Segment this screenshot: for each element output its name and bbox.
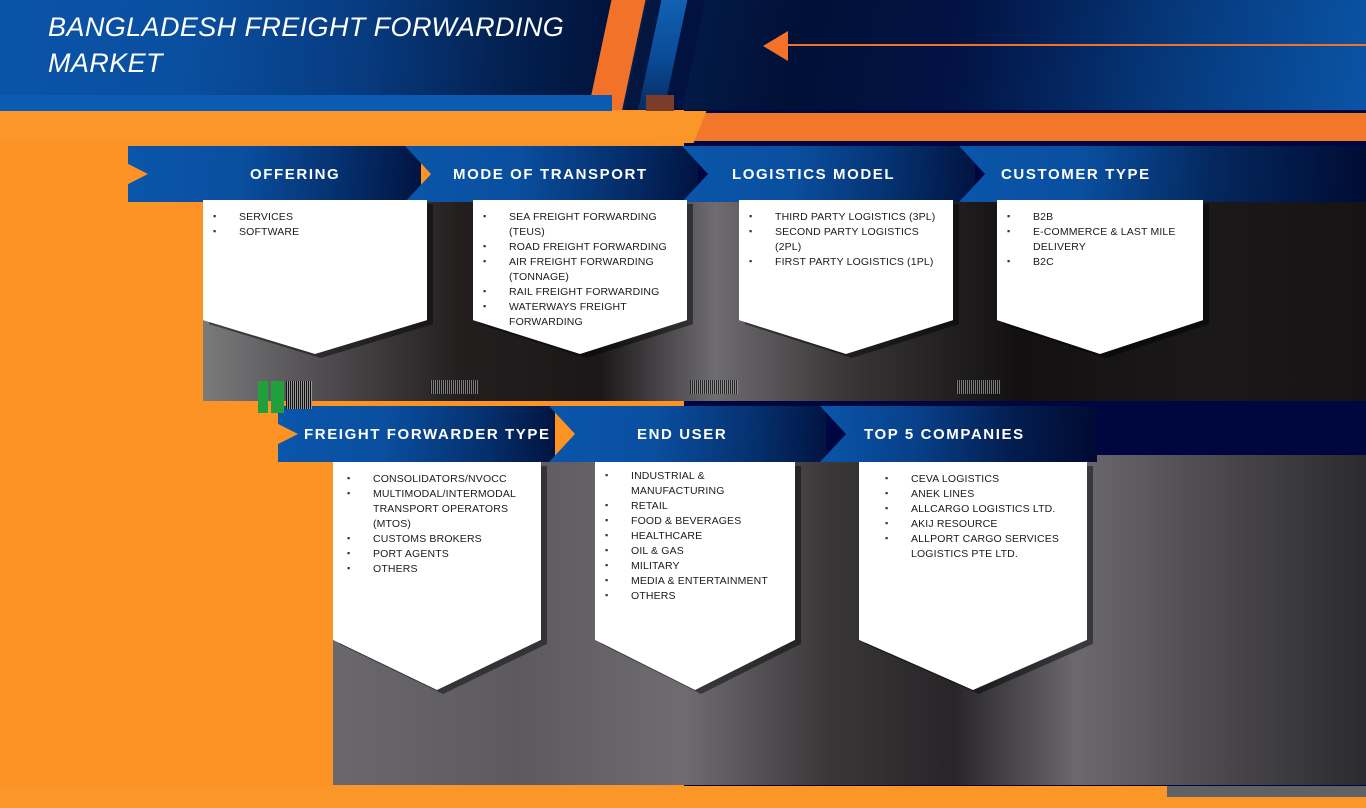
card-top-5-companies-body: CEVA LOGISTICSANEK LINESALLCARGO LOGISTI… [859,462,1087,562]
list-item: E-COMMERCE & LAST MILE DELIVERY [1003,224,1189,255]
list-item: MULTIMODAL/INTERMODAL TRANSPORT OPERATOR… [343,486,527,532]
ribbon-offering-shape [128,146,421,202]
card-offering: SERVICESSOFTWARE [203,200,427,354]
card-divider-sliver-2 [690,380,738,394]
header-blue-band [0,95,612,111]
ribbon-top-5-companies[interactable]: TOP 5 COMPANIES [820,406,1097,462]
list-item: OTHERS [601,588,781,604]
ribbon-end-user[interactable]: END USER [549,406,826,462]
card-logistics-model: THIRD PARTY LOGISTICS (3PL)SECOND PARTY … [739,200,953,354]
list-item: WATERWAYS FREIGHT FORWARDING [479,299,673,330]
card-end-user-body: INDUSTRIAL & MANUFACTURINGRETAILFOOD & B… [595,462,795,604]
ribbon-customer-type-label: CUSTOMER TYPE [1001,165,1151,183]
ribbon-mode-of-transport[interactable]: MODE OF TRANSPORT [405,146,698,202]
list-item: ANEK LINES [881,486,1073,502]
list-item: MEDIA & ENTERTAINMENT [601,573,781,589]
list-item: MILITARY [601,558,781,574]
list-item: THIRD PARTY LOGISTICS (3PL) [745,209,939,225]
list-item: CEVA LOGISTICS [881,471,1073,487]
list-item: CONSOLIDATORS/NVOCC [343,471,527,487]
ribbon-customer-type-shape [959,146,1366,202]
card-top-5-companies: CEVA LOGISTICSANEK LINESALLCARGO LOGISTI… [859,462,1087,690]
green-accent-bar-2 [271,381,284,413]
card-mode-of-transport-body: SEA FREIGHT FORWARDING (TEUS)ROAD FREIGH… [473,200,687,330]
list-item: AIR FREIGHT FORWARDING (TONNAGE) [479,254,673,285]
header-left-gradient [0,0,620,110]
ribbon-customer-type[interactable]: CUSTOMER TYPE [959,146,1366,202]
card-freight-forwarder-type-list: CONSOLIDATORS/NVOCCMULTIMODAL/INTERMODAL… [343,471,527,577]
card-freight-forwarder-type: CONSOLIDATORS/NVOCCMULTIMODAL/INTERMODAL… [333,462,541,690]
ribbon-offering[interactable]: OFFERING [128,146,421,202]
green-accent-bar-1 [258,381,268,413]
ribbon-logistics-model[interactable]: LOGISTICS MODEL [682,146,975,202]
card-customer-type: B2BE-COMMERCE & LAST MILE DELIVERYB2C [997,200,1203,354]
ribbon-mode-of-transport-shape [405,146,698,202]
card-customer-type-list: B2BE-COMMERCE & LAST MILE DELIVERYB2C [1003,209,1189,270]
list-item: FOOD & BEVERAGES [601,513,781,529]
card-logistics-model-list: THIRD PARTY LOGISTICS (3PL)SECOND PARTY … [745,209,939,270]
header-orange-band-left [0,111,672,141]
page-header: BANGLADESH FREIGHT FORWARDING MARKET [0,0,1366,110]
header-brown-block [646,95,674,111]
ribbon-freight-forwarder-type[interactable]: FREIGHT FORWARDER TYPE [278,406,555,462]
left-arrow-icon [763,31,788,61]
card-top-5-companies-list: CEVA LOGISTICSANEK LINESALLCARGO LOGISTI… [881,471,1073,562]
list-item: B2B [1003,209,1189,225]
list-item: SOFTWARE [209,224,413,240]
list-item: CUSTOMS BROKERS [343,531,527,547]
list-item: HEALTHCARE [601,528,781,544]
ribbon-end-user-label: END USER [637,425,728,443]
footer-gray-bar [1167,786,1366,797]
ribbon-mode-of-transport-label: MODE OF TRANSPORT [453,165,648,183]
list-item: OIL & GAS [601,543,781,559]
ribbon-end-user-shape [549,406,826,462]
list-item: RETAIL [601,498,781,514]
card-offering-list: SERVICESSOFTWARE [209,209,413,240]
card-mode-of-transport-list: SEA FREIGHT FORWARDING (TEUS)ROAD FREIGH… [479,209,673,330]
ribbon-top-5-companies-label: TOP 5 COMPANIES [864,425,1025,443]
card-divider-sliver-1 [430,380,478,394]
green-accent-sliver [286,381,312,409]
list-item: ROAD FREIGHT FORWARDING [479,239,673,255]
card-divider-sliver-3 [956,380,1000,394]
list-item: SERVICES [209,209,413,225]
card-offering-body: SERVICESSOFTWARE [203,200,427,240]
page-title: BANGLADESH FREIGHT FORWARDING MARKET [48,12,565,78]
list-item: ALLCARGO LOGISTICS LTD. [881,501,1073,517]
card-end-user: INDUSTRIAL & MANUFACTURINGRETAILFOOD & B… [595,462,795,690]
list-item: OTHERS [343,561,527,577]
green-accent-mark [258,381,286,413]
header-rule [788,44,1366,46]
list-item: FIRST PARTY LOGISTICS (1PL) [745,254,939,270]
card-mode-of-transport: SEA FREIGHT FORWARDING (TEUS)ROAD FREIGH… [473,200,687,354]
list-item: SEA FREIGHT FORWARDING (TEUS) [479,209,673,240]
header-orange-band-right [690,113,1366,141]
ribbon-freight-forwarder-type-label: FREIGHT FORWARDER TYPE [304,425,551,443]
ribbon-freight-forwarder-type-shape [278,406,555,462]
list-item: SECOND PARTY LOGISTICS (2PL) [745,224,939,255]
list-item: RAIL FREIGHT FORWARDING [479,284,673,300]
ribbon-top-5-companies-shape [820,406,1097,462]
list-item: PORT AGENTS [343,546,527,562]
list-item: AKIJ RESOURCE [881,516,1073,532]
card-customer-type-body: B2BE-COMMERCE & LAST MILE DELIVERYB2C [997,200,1203,270]
card-freight-forwarder-type-body: CONSOLIDATORS/NVOCCMULTIMODAL/INTERMODAL… [333,462,541,577]
card-end-user-list: INDUSTRIAL & MANUFACTURINGRETAILFOOD & B… [601,468,781,604]
ribbon-logistics-model-label: LOGISTICS MODEL [732,165,896,183]
ribbon-logistics-model-shape [682,146,975,202]
list-item: INDUSTRIAL & MANUFACTURING [601,468,781,499]
footer-orange-band [0,786,1366,808]
ribbon-offering-label: OFFERING [250,165,341,183]
card-logistics-model-body: THIRD PARTY LOGISTICS (3PL)SECOND PARTY … [739,200,953,270]
list-item: ALLPORT CARGO SERVICES LOGISTICS PTE LTD… [881,531,1073,562]
list-item: B2C [1003,254,1189,270]
